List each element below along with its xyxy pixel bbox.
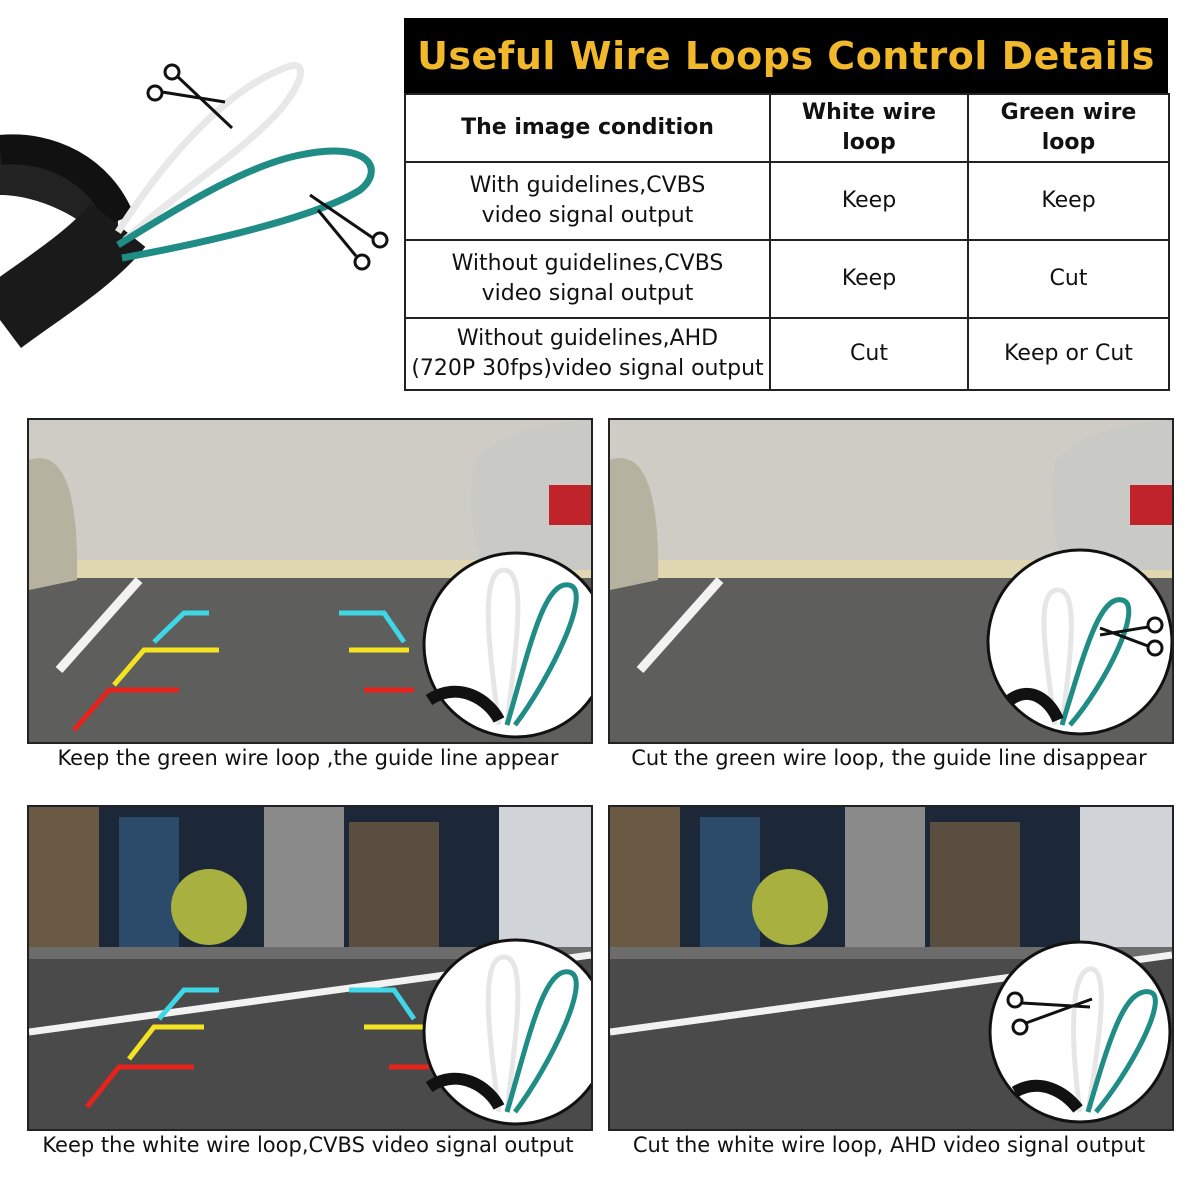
green-cell: Keep or Cut <box>967 317 1170 391</box>
wire-loop-inset <box>988 940 1172 1124</box>
cable-illustration <box>0 62 389 349</box>
white-cell: Cut <box>769 317 969 391</box>
panel-caption: Keep the white wire loop,CVBS video sign… <box>42 1133 574 1157</box>
guide-lines <box>85 987 429 1109</box>
scissors-icon <box>146 63 234 130</box>
wire-loop-inset <box>422 551 591 739</box>
guide-lines <box>72 610 414 732</box>
panel-caption: Cut the white wire loop, AHD video signa… <box>632 1133 1146 1157</box>
white-cell: Keep <box>769 239 969 319</box>
wire-loop-table: Useful Wire Loops Control Details The im… <box>404 18 1170 391</box>
green-cell: Cut <box>967 239 1170 319</box>
panel-keep-green <box>27 418 593 744</box>
white-cell: Keep <box>769 161 969 241</box>
header-white: White wire loop <box>769 93 969 163</box>
scissors-icon <box>1006 991 1093 1036</box>
panel-cut-green <box>608 418 1174 744</box>
wire-loop-inset <box>986 548 1172 736</box>
panel-caption: Cut the green wire loop, the guide line … <box>631 746 1147 770</box>
wire-loop-inset <box>422 938 591 1126</box>
header-green: Green wire loop <box>967 93 1170 163</box>
scissors-icon <box>1099 616 1164 657</box>
scissors-icon <box>309 193 389 271</box>
table-row: Without guidelines,AHD(720P 30fps)video … <box>404 317 1170 391</box>
car-left <box>610 458 659 590</box>
panel-keep-white <box>27 805 593 1131</box>
header-condition: The image condition <box>404 93 771 163</box>
table-title: Useful Wire Loops Control Details <box>404 18 1168 93</box>
condition-cell: Without guidelines,AHD(720P 30fps)video … <box>404 317 771 391</box>
panel-cut-white <box>608 805 1174 1131</box>
car-right <box>471 420 591 570</box>
panel-caption: Keep the green wire loop ,the guide line… <box>57 746 559 770</box>
car-right <box>1052 420 1172 570</box>
green-cell: Keep <box>967 161 1170 241</box>
car-left <box>29 458 78 590</box>
